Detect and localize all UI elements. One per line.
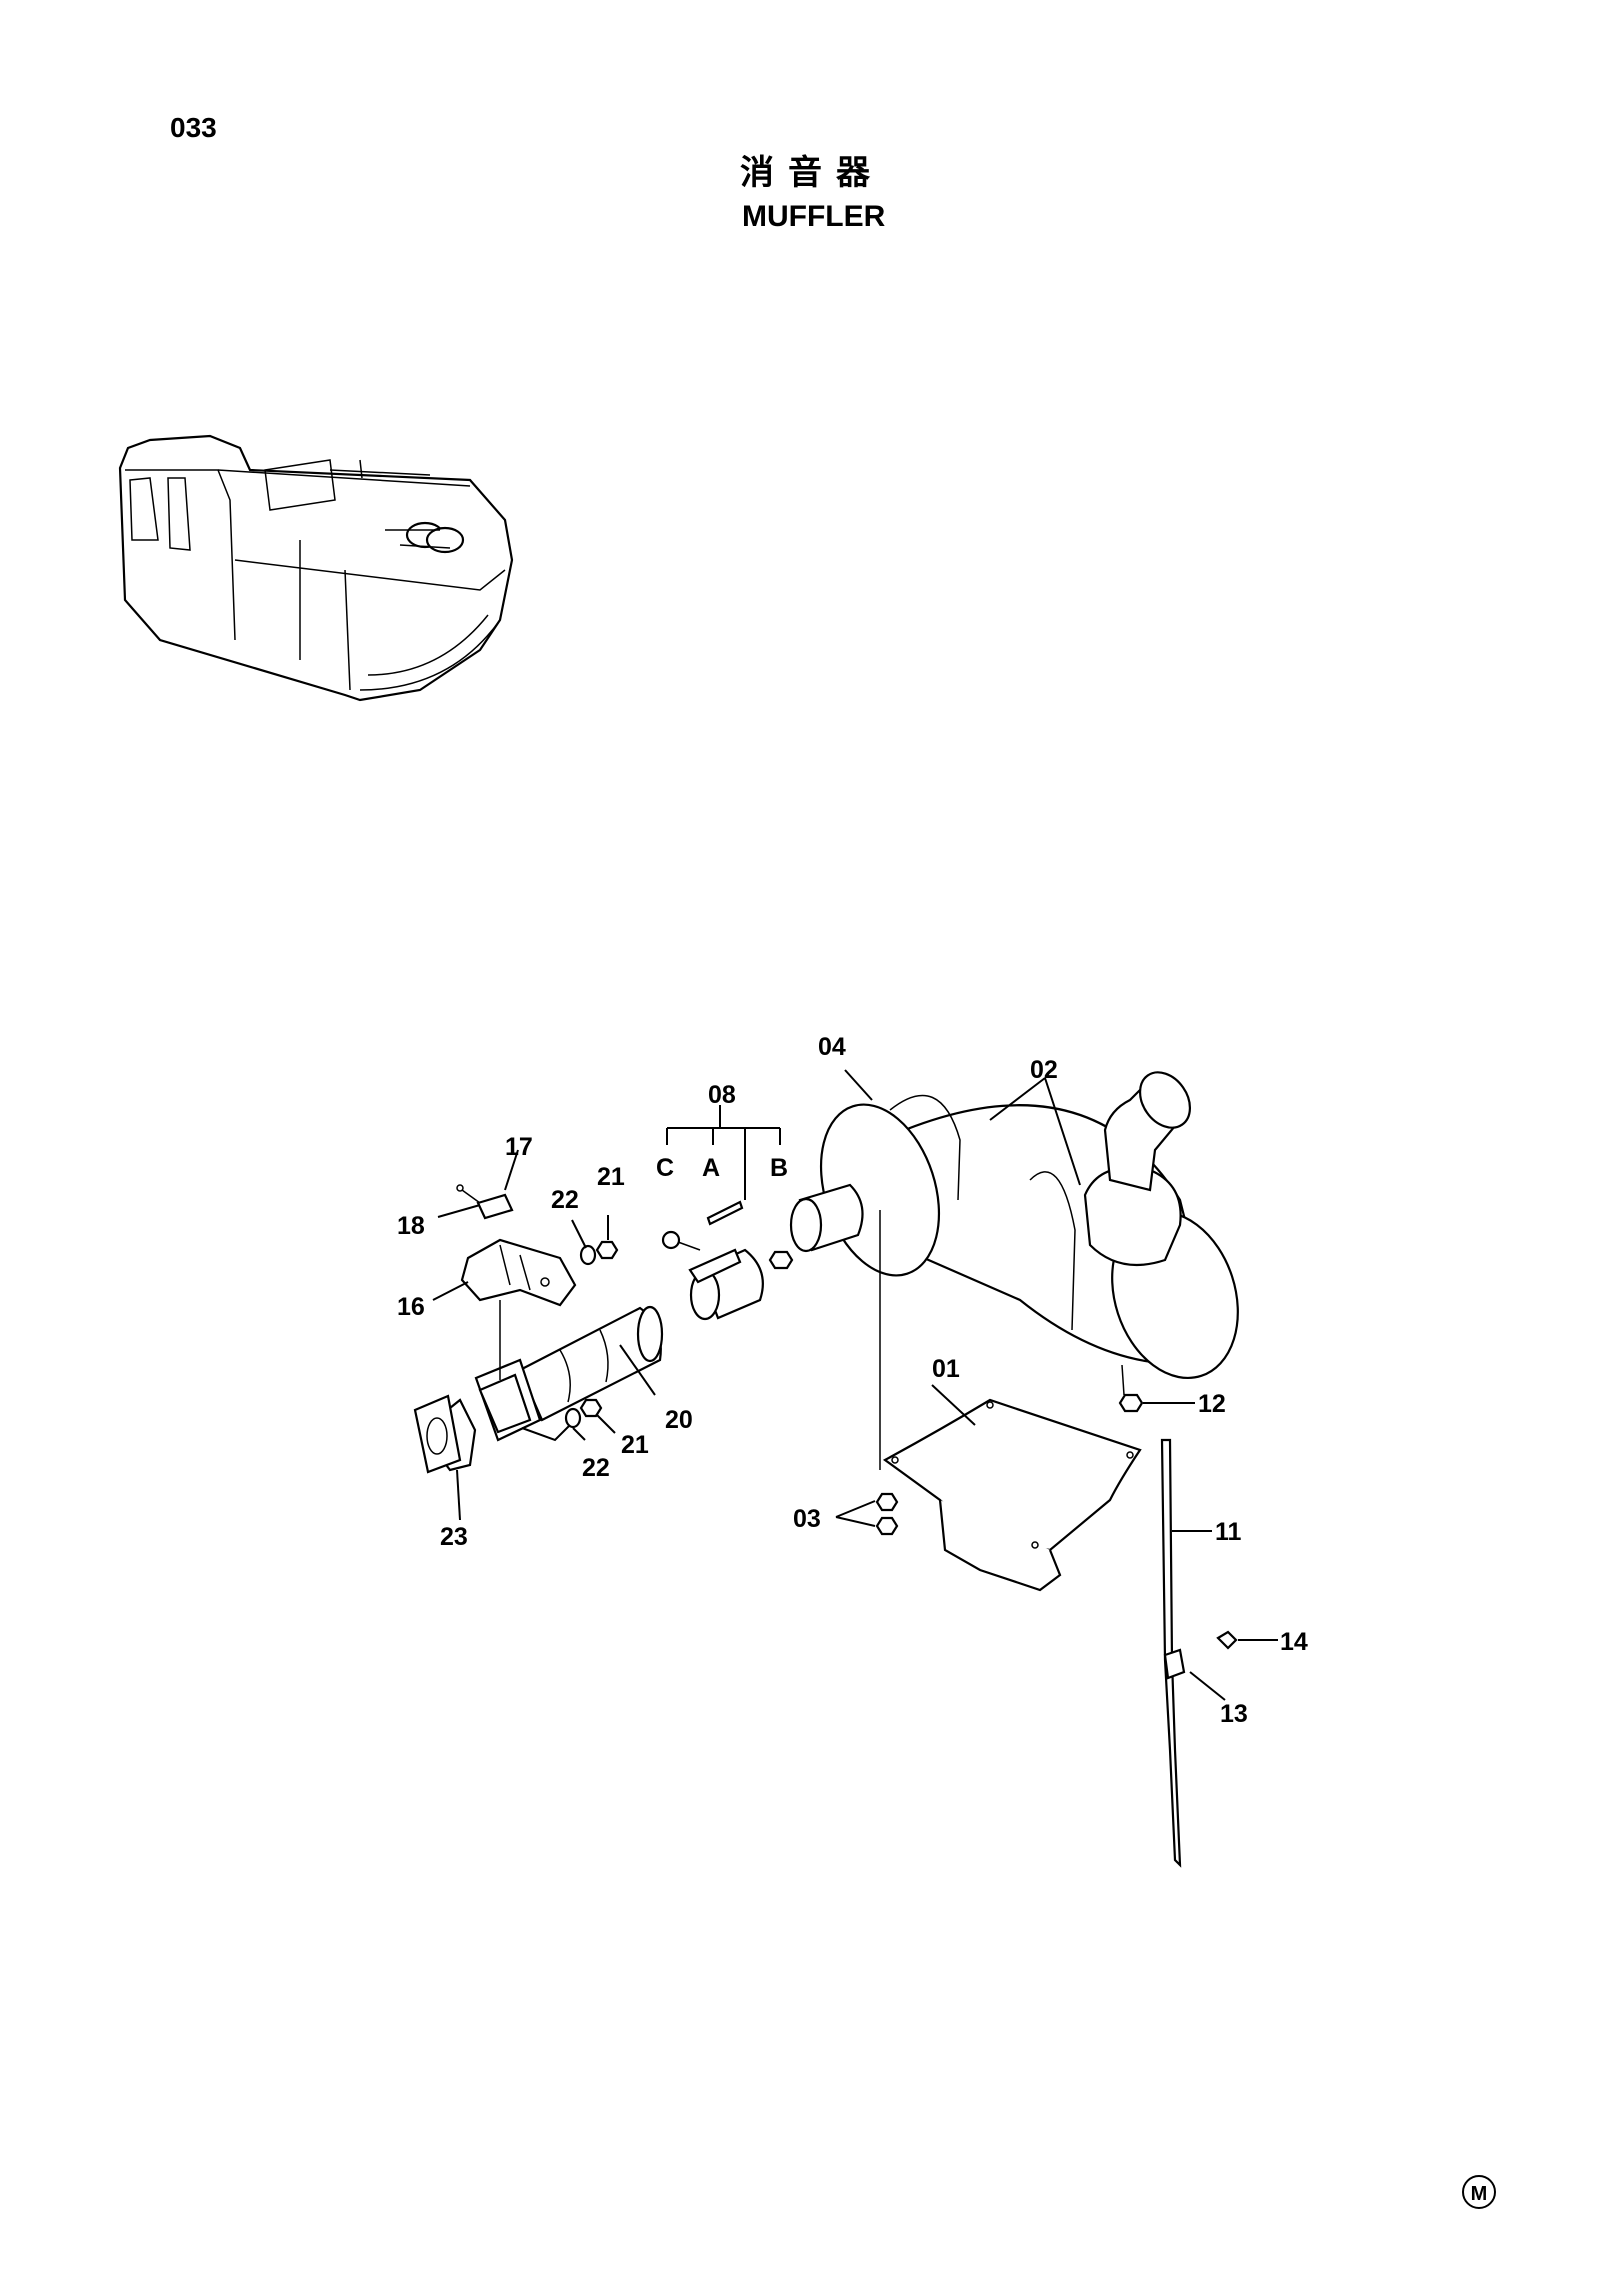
muffler-inlet-adapter [789,1183,864,1253]
callout-14: 14 [1280,1628,1308,1656]
callout-08: 08 [708,1081,736,1109]
callout-23: 23 [440,1523,468,1551]
title-english: MUFFLER [742,200,886,233]
manufacturer-mark: M [1462,2175,1496,2209]
exhaust-pipe [413,1305,664,1474]
callout-04: 04 [818,1033,846,1061]
callout-01: 01 [932,1355,960,1383]
leader-lines [432,1069,1278,1701]
nuts-03 [875,1492,899,1536]
callout-13: 13 [1220,1700,1248,1728]
heat-shield [882,1398,1142,1592]
page-number: 033 [170,112,217,143]
drain-pipe [1118,1393,1238,1868]
callout-b: B [770,1154,788,1182]
callout-02: 02 [1030,1056,1058,1084]
machine-overview-illustration [118,434,514,702]
callout-18: 18 [397,1212,425,1240]
callout-c: C [656,1154,674,1182]
callout-labels: 04 02 08 C A B 17 21 22 18 16 01 12 20 2… [397,1033,1308,1728]
washers-and-nuts [564,1240,619,1429]
callout-17: 17 [505,1133,533,1161]
callout-12: 12 [1198,1390,1226,1418]
muffler-body [819,1071,1239,1470]
callout-22-top: 22 [551,1186,579,1214]
callout-11: 11 [1215,1518,1242,1546]
clamp-assembly [661,1200,794,1321]
callout-20: 20 [665,1406,693,1434]
callout-21-top: 21 [597,1163,625,1191]
callout-22-bottom: 22 [582,1454,610,1482]
bracket [456,1184,577,1380]
title-japanese: 消音器 [740,153,884,193]
callout-16: 16 [397,1293,425,1321]
callout-a: A [702,1154,720,1182]
callout-21-bottom: 21 [621,1431,649,1459]
callout-03: 03 [793,1505,821,1533]
